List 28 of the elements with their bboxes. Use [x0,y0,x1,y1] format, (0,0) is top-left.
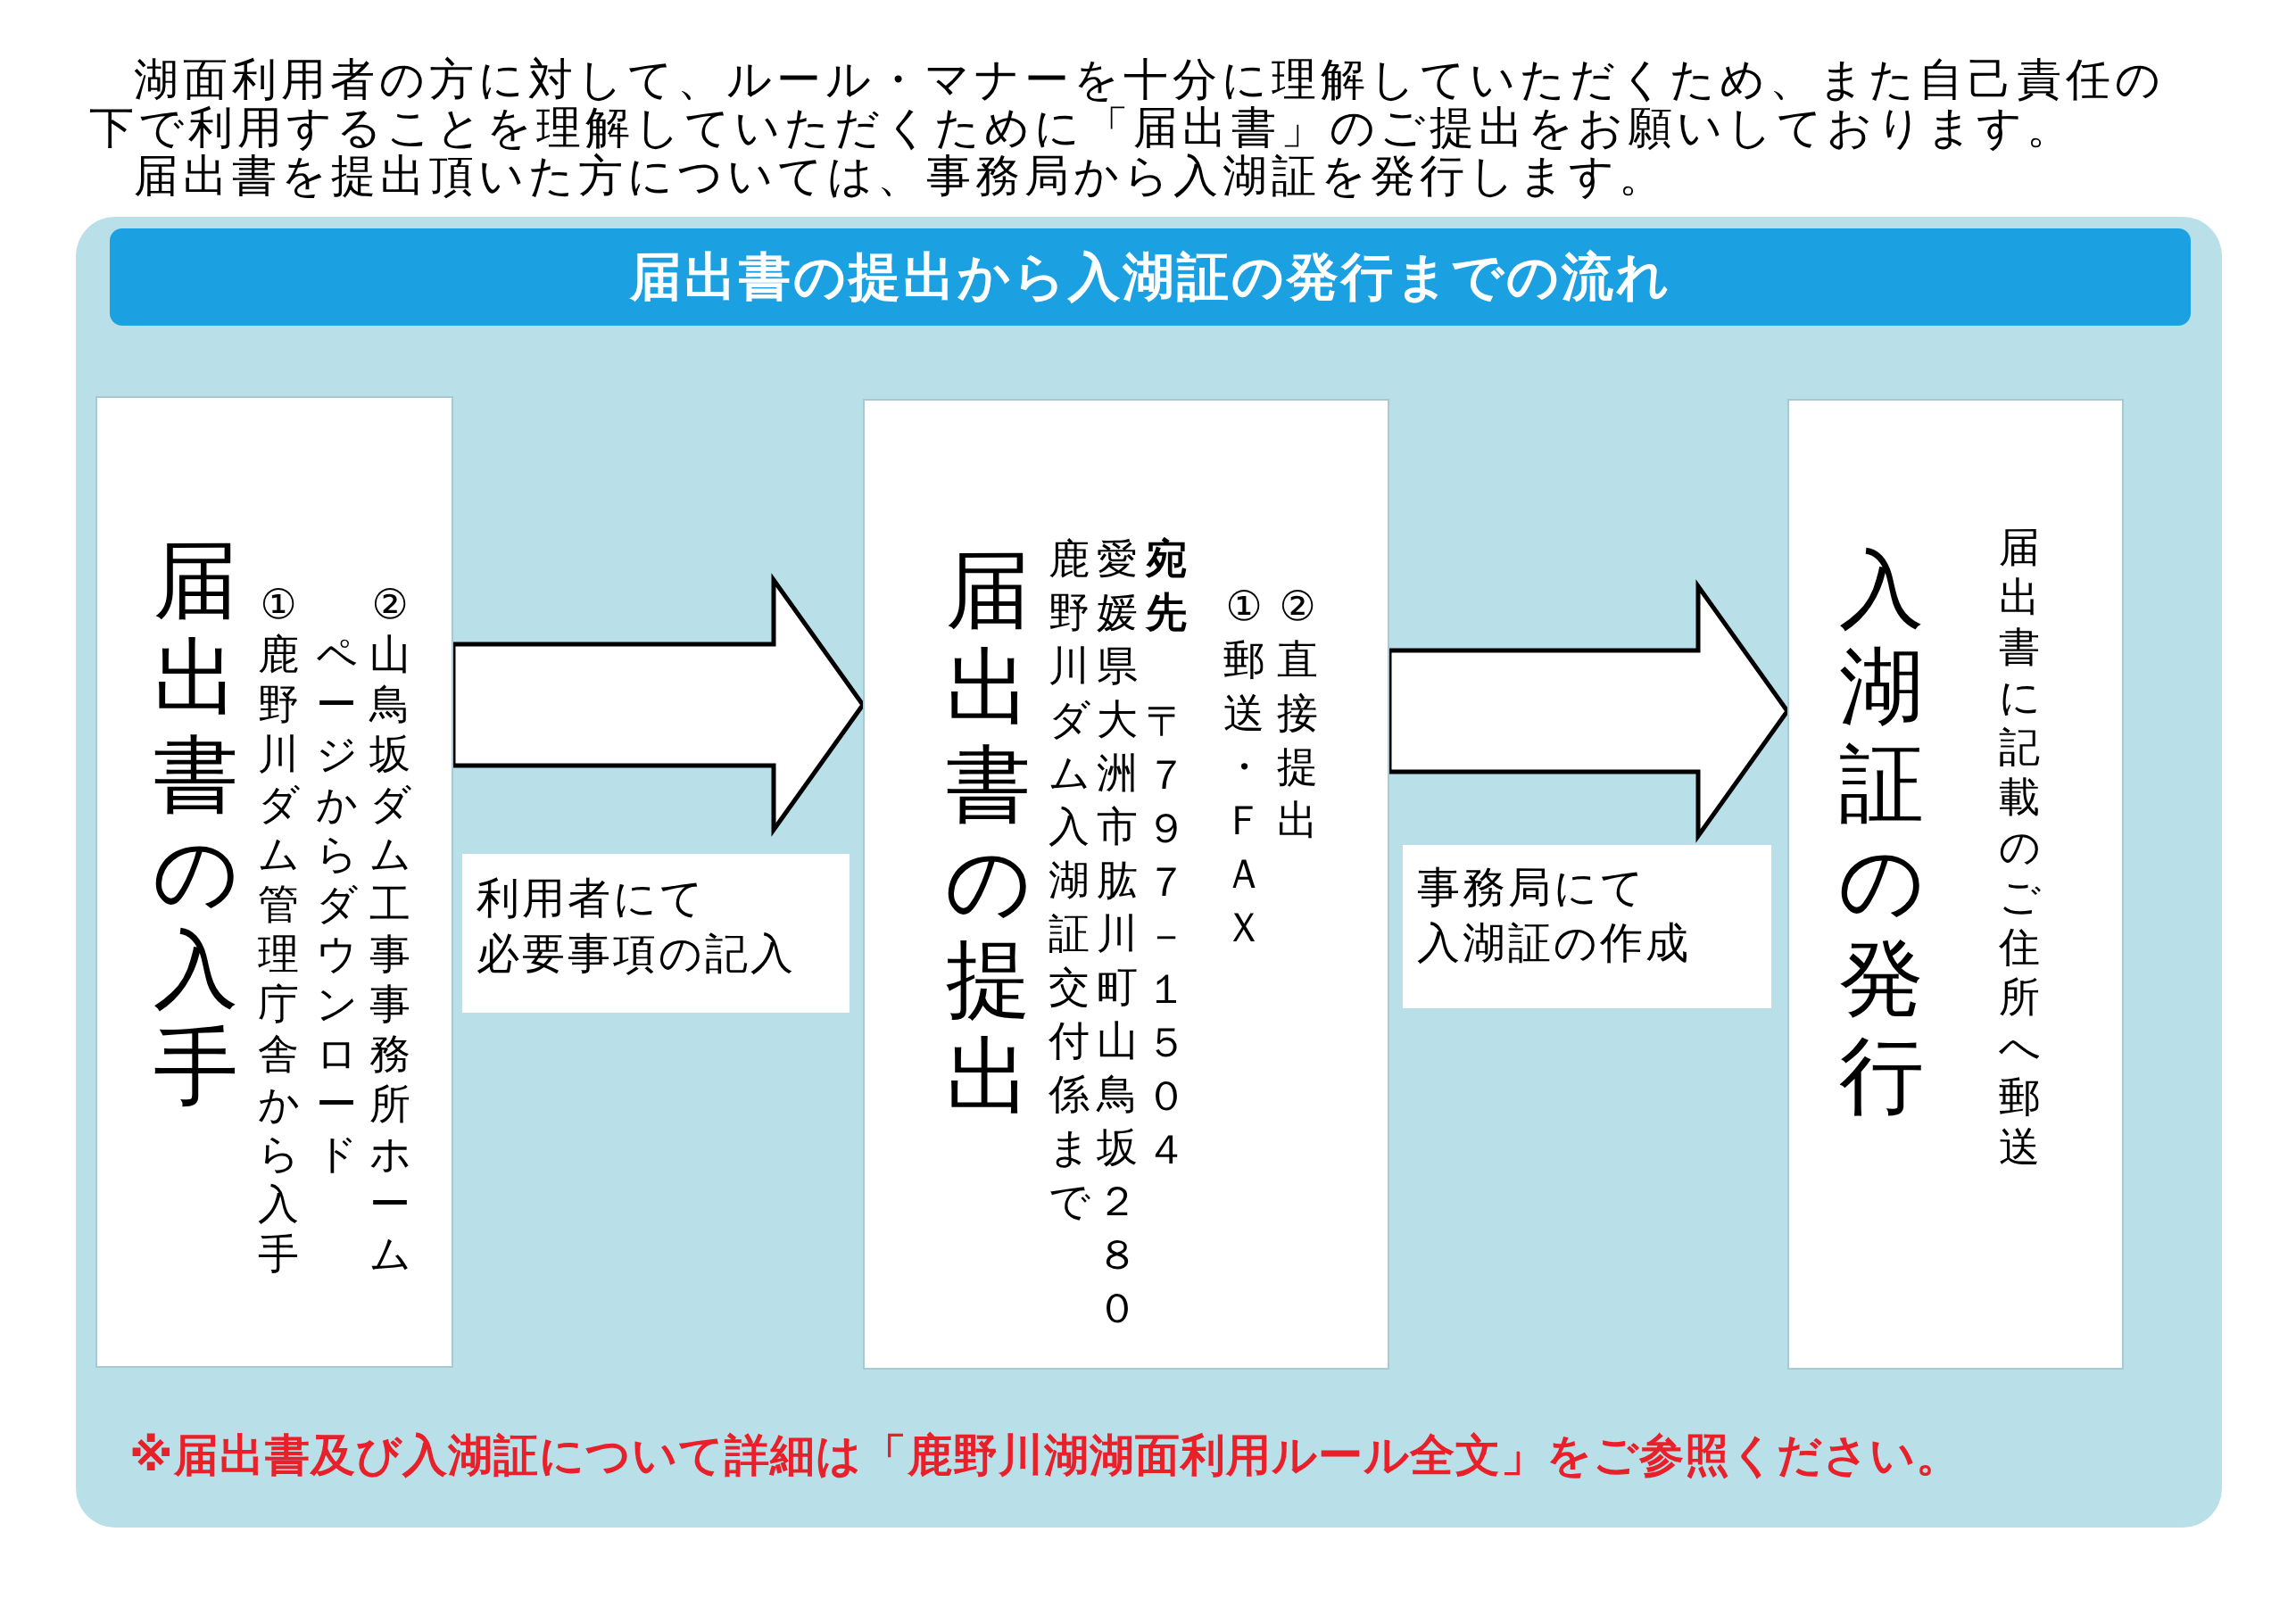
step-title: 届出書の入手 [151,532,240,1115]
source-text: ①鹿野川ダム管理庁舎から入手 [256,580,301,1279]
address-text: 愛媛県大洲市肱川町山鳥坂２８０ [1095,534,1139,1333]
step-card [95,396,453,1368]
intro-paragraph: 湖面利用者の方に対して、ルール・マナーを十分に理解していただくため、また自己責任の下で利用することを理解していただくために「届出書」のご提出をお願いしております。 [89,55,2166,152]
method-text: ①郵送・ＦＡＸ [1223,582,1265,952]
delivery-text: 届出書に記載のご住所へ郵送 [1997,523,2042,1172]
step-note: 利用者にて [477,874,706,923]
step-note: 事務局にて [1417,863,1646,913]
note-card [462,854,850,1013]
address-text: 鹿野川ダム入湖証交付係まで [1047,534,1091,1226]
method-text: ②直接提出 [1276,582,1319,845]
intro-paragraph: 届出書を提出頂いた方については、事務局から入湖証を発行します。 [133,152,1669,200]
flow-panel [76,217,2222,1528]
step-note: 必要事項の記入 [477,929,796,979]
source-text: ページからダウンロード [314,630,359,1179]
address-heading: 宛先 [1144,534,1188,637]
postal-code: 〒７９７－１５０４ [1145,697,1188,1174]
heading: 届出書の提出から入湖証の発行までの流れ [629,245,1671,307]
step-title: 届出書の提出 [943,542,1032,1125]
heading-band [110,228,2191,326]
step-card [863,399,1389,1370]
step-note: 入湖証の作成 [1417,918,1691,968]
source-text: ②山鳥坂ダム工事事務所ホーム [368,580,412,1279]
step-card [1787,399,2124,1370]
step-title: 入湖証の発行 [1836,541,1926,1124]
warning-note: ※届出書及び入湖証について詳細は「鹿野川湖湖面利用ルール全文」をご参照ください。 [129,1429,1961,1482]
note-card [1403,845,1771,1008]
